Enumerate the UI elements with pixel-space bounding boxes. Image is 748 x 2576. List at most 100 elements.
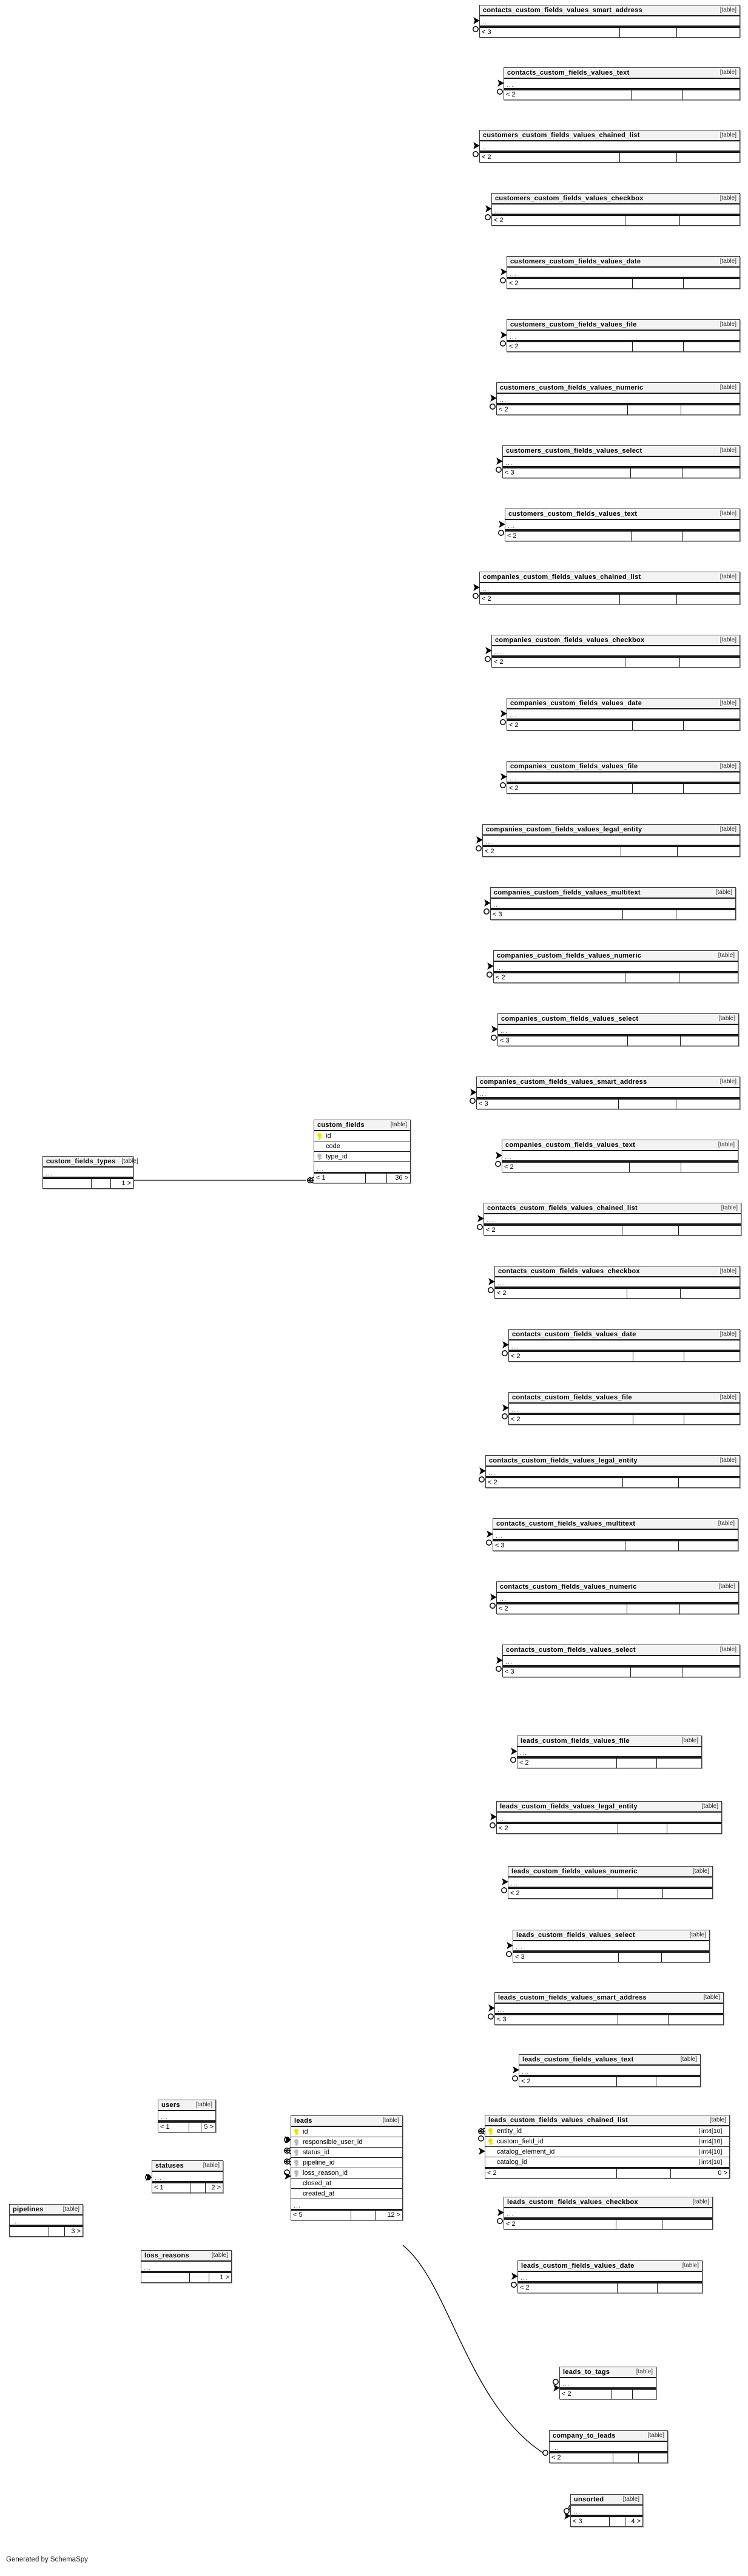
- table-node-customers_custom_fields_values_file[interactable]: customers_custom_fields_values_file[tabl…: [507, 319, 740, 352]
- table-header[interactable]: customers_custom_fields_values_select[ta…: [503, 446, 740, 457]
- table-header[interactable]: unsorted[table]: [571, 2495, 642, 2506]
- table-column-id[interactable]: id: [314, 1131, 410, 1141]
- table-header[interactable]: companies_custom_fields_values_select[ta…: [498, 1014, 738, 1025]
- table-node-contacts_custom_fields_values_date[interactable]: contacts_custom_fields_values_date[table…: [508, 1329, 740, 1362]
- table-node-contacts_custom_fields_values_text[interactable]: contacts_custom_fields_values_text[table…: [504, 67, 740, 100]
- table-node-contacts_custom_fields_values_multitext[interactable]: contacts_custom_fields_values_multitext[…: [493, 1518, 738, 1551]
- table-header[interactable]: customers_custom_fields_values_numeric[t…: [497, 383, 740, 394]
- table-header[interactable]: leads_custom_fields_values_smart_address…: [495, 1993, 723, 2004]
- table-header[interactable]: contacts_custom_fields_values_date[table…: [509, 1330, 740, 1340]
- table-header[interactable]: companies_custom_fields_values_legal_ent…: [483, 825, 740, 836]
- table-node-leads_custom_fields_values_file[interactable]: leads_custom_fields_values_file[table]..…: [517, 1736, 702, 1768]
- table-node-loss_reasons[interactable]: loss_reasons[table]...1 >: [141, 2250, 232, 2283]
- table-header[interactable]: statuses[table]: [152, 2161, 223, 2172]
- table-node-contacts_custom_fields_values_select[interactable]: contacts_custom_fields_values_select[tab…: [502, 1645, 740, 1677]
- table-node-companies_custom_fields_values_legal_entity[interactable]: companies_custom_fields_values_legal_ent…: [482, 824, 740, 857]
- table-node-contacts_custom_fields_values_legal_entity[interactable]: contacts_custom_fields_values_legal_enti…: [485, 1455, 740, 1488]
- table-header[interactable]: companies_custom_fields_values_chained_l…: [480, 572, 740, 583]
- table-column-id[interactable]: id: [291, 2127, 402, 2137]
- table-node-companies_custom_fields_values_numeric[interactable]: companies_custom_fields_values_numeric[t…: [493, 950, 738, 983]
- table-header[interactable]: users[table]: [158, 2100, 215, 2111]
- table-header[interactable]: companies_custom_fields_values_numeric[t…: [494, 951, 738, 962]
- table-header[interactable]: companies_custom_fields_values_date[tabl…: [507, 698, 740, 709]
- table-column-status_id[interactable]: status_id: [291, 2148, 402, 2158]
- table-node-company_to_leads[interactable]: company_to_leads[table]...< 2: [549, 2430, 668, 2463]
- table-header[interactable]: custom_fields[table]: [314, 1120, 410, 1131]
- table-node-contacts_custom_fields_values_file[interactable]: contacts_custom_fields_values_file[table…: [508, 1392, 740, 1425]
- table-header[interactable]: contacts_custom_fields_values_file[table…: [509, 1393, 740, 1404]
- table-header[interactable]: companies_custom_fields_values_multitext…: [491, 888, 735, 899]
- table-node-leads_custom_fields_values_chained_list[interactable]: leads_custom_fields_values_chained_list[…: [485, 2115, 730, 2179]
- table-header[interactable]: pipelines[table]: [10, 2205, 83, 2216]
- table-header[interactable]: company_to_leads[table]: [550, 2431, 667, 2442]
- table-column-type_id[interactable]: type_id: [314, 1152, 410, 1162]
- table-node-leads_custom_fields_values_select[interactable]: leads_custom_fields_values_select[table]…: [513, 1930, 710, 1962]
- table-header[interactable]: customers_custom_fields_values_text[tabl…: [505, 509, 740, 520]
- table-header[interactable]: leads_custom_fields_values_date[table]: [518, 2261, 702, 2272]
- table-header[interactable]: companies_custom_fields_values_text[tabl…: [502, 1140, 738, 1151]
- table-header[interactable]: leads_custom_fields_values_select[table]: [513, 1930, 709, 1941]
- table-column-loss_reason_id[interactable]: loss_reason_id: [291, 2168, 402, 2179]
- table-header[interactable]: contacts_custom_fields_values_smart_addr…: [480, 5, 740, 16]
- table-node-leads_custom_fields_values_legal_entity[interactable]: leads_custom_fields_values_legal_entity[…: [496, 1801, 722, 1834]
- table-column-closed_at[interactable]: closed_at: [291, 2179, 402, 2189]
- table-node-companies_custom_fields_values_smart_address[interactable]: companies_custom_fields_values_smart_add…: [476, 1077, 740, 1109]
- table-header[interactable]: companies_custom_fields_values_file[tabl…: [507, 762, 740, 772]
- table-header[interactable]: loss_reasons[table]: [141, 2251, 231, 2262]
- table-node-customers_custom_fields_values_chained_list[interactable]: customers_custom_fields_values_chained_l…: [479, 130, 740, 163]
- table-header[interactable]: companies_custom_fields_values_smart_add…: [477, 1077, 740, 1088]
- table-column-pipeline_id[interactable]: pipeline_id: [291, 2158, 402, 2168]
- table-node-leads_custom_fields_values_numeric[interactable]: leads_custom_fields_values_numeric[table…: [508, 1866, 713, 1899]
- table-header[interactable]: contacts_custom_fields_values_select[tab…: [503, 1645, 740, 1656]
- table-header[interactable]: leads_custom_fields_values_chained_list[…: [485, 2115, 729, 2126]
- table-node-companies_custom_fields_values_date[interactable]: companies_custom_fields_values_date[tabl…: [507, 698, 740, 731]
- table-header[interactable]: contacts_custom_fields_values_multitext[…: [493, 1519, 738, 1530]
- table-header[interactable]: leads_custom_fields_values_file[table]: [517, 1736, 701, 1747]
- table-column-created_at[interactable]: created_at: [291, 2189, 402, 2199]
- table-header[interactable]: contacts_custom_fields_values_chained_li…: [484, 1203, 741, 1214]
- table-node-customers_custom_fields_values_select[interactable]: customers_custom_fields_values_select[ta…: [502, 445, 740, 478]
- table-header[interactable]: contacts_custom_fields_values_checkbox[t…: [495, 1266, 740, 1277]
- table-node-companies_custom_fields_values_file[interactable]: companies_custom_fields_values_file[tabl…: [507, 761, 740, 794]
- table-node-pipelines[interactable]: pipelines[table]...3 >: [9, 2204, 83, 2237]
- table-node-companies_custom_fields_values_text[interactable]: companies_custom_fields_values_text[tabl…: [502, 1140, 738, 1172]
- table-node-contacts_custom_fields_values_numeric[interactable]: contacts_custom_fields_values_numeric[ta…: [496, 1581, 739, 1614]
- table-node-companies_custom_fields_values_chained_list[interactable]: companies_custom_fields_values_chained_l…: [479, 572, 740, 604]
- table-header[interactable]: customers_custom_fields_values_file[tabl…: [507, 320, 740, 331]
- table-node-leads_custom_fields_values_smart_address[interactable]: leads_custom_fields_values_smart_address…: [494, 1992, 724, 2025]
- table-node-contacts_custom_fields_values_checkbox[interactable]: contacts_custom_fields_values_checkbox[t…: [494, 1266, 740, 1299]
- table-header[interactable]: customers_custom_fields_values_date[tabl…: [507, 257, 740, 268]
- table-node-leads_custom_fields_values_date[interactable]: leads_custom_fields_values_date[table]..…: [517, 2260, 703, 2293]
- table-header[interactable]: leads_custom_fields_values_legal_entity[…: [497, 1802, 721, 1813]
- table-header[interactable]: contacts_custom_fields_values_text[table…: [504, 68, 740, 79]
- table-header[interactable]: leads[table]: [291, 2116, 402, 2127]
- table-node-customers_custom_fields_values_date[interactable]: customers_custom_fields_values_date[tabl…: [507, 256, 740, 289]
- table-header[interactable]: customers_custom_fields_values_checkbox[…: [492, 194, 740, 205]
- table-header[interactable]: customers_custom_fields_values_chained_l…: [480, 130, 740, 141]
- table-header[interactable]: leads_custom_fields_values_text[table]: [519, 2055, 700, 2066]
- table-header[interactable]: companies_custom_fields_values_checkbox[…: [492, 635, 740, 646]
- table-node-customers_custom_fields_values_text[interactable]: customers_custom_fields_values_text[tabl…: [505, 509, 740, 541]
- table-header[interactable]: contacts_custom_fields_values_legal_enti…: [486, 1456, 740, 1467]
- table-node-contacts_custom_fields_values_chained_list[interactable]: contacts_custom_fields_values_chained_li…: [484, 1203, 741, 1236]
- table-node-companies_custom_fields_values_checkbox[interactable]: companies_custom_fields_values_checkbox[…: [491, 635, 740, 668]
- table-header[interactable]: leads_custom_fields_values_numeric[table…: [508, 1867, 712, 1878]
- table-header[interactable]: leads_custom_fields_values_checkbox[tabl…: [504, 2197, 712, 2208]
- table-node-leads_custom_fields_values_checkbox[interactable]: leads_custom_fields_values_checkbox[tabl…: [504, 2197, 713, 2229]
- table-column-code[interactable]: code: [314, 1141, 410, 1152]
- table-header[interactable]: custom_fields_types[table]: [43, 1157, 138, 1168]
- table-header[interactable]: leads_to_tags[table]: [560, 2367, 656, 2378]
- table-column-responsible_user_id[interactable]: responsible_user_id: [291, 2137, 402, 2148]
- table-node-companies_custom_fields_values_multitext[interactable]: companies_custom_fields_values_multitext…: [490, 887, 736, 920]
- table-node-customers_custom_fields_values_numeric[interactable]: customers_custom_fields_values_numeric[t…: [496, 382, 740, 415]
- table-header[interactable]: contacts_custom_fields_values_numeric[ta…: [497, 1582, 738, 1593]
